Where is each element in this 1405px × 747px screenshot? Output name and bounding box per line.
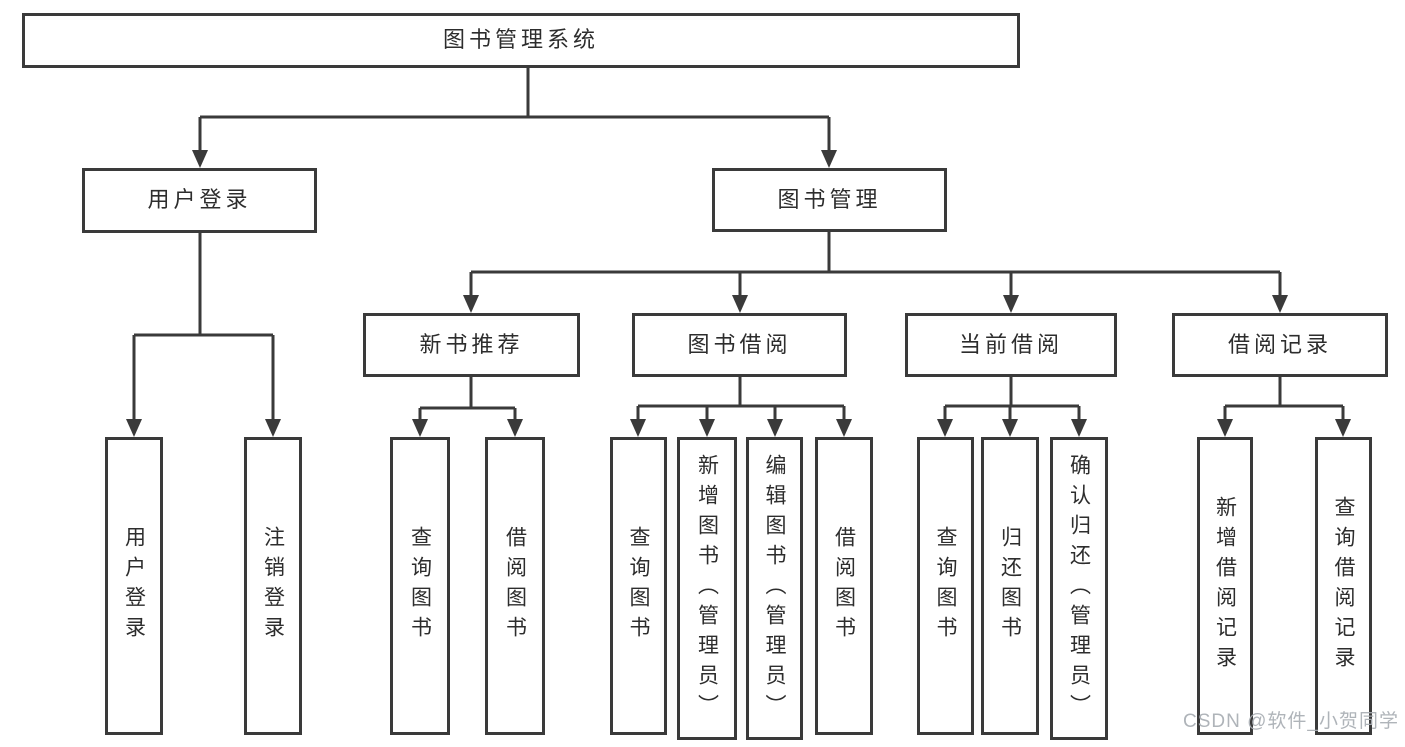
node-user-login: 用户登录 (82, 168, 317, 233)
leaf-query-book-3: 查询图书 (917, 437, 974, 735)
leaf-borrow-book-2: 借阅图书 (815, 437, 873, 735)
node-root: 图书管理系统 (22, 13, 1020, 68)
leaf-query-book-1: 查询图书 (390, 437, 450, 735)
node-current-borrow: 当前借阅 (905, 313, 1117, 377)
leaf-edit-book-admin: 编辑图书（管理员） (746, 437, 803, 740)
node-book-management: 图书管理 (712, 168, 947, 232)
node-new-book-recommend: 新书推荐 (363, 313, 580, 377)
node-borrow-records: 借阅记录 (1172, 313, 1388, 377)
leaf-return-book: 归还图书 (981, 437, 1039, 735)
node-book-borrow: 图书借阅 (632, 313, 847, 377)
leaf-confirm-return-admin: 确认归还（管理员） (1050, 437, 1108, 740)
leaf-add-borrow-record: 新增借阅记录 (1197, 437, 1253, 735)
leaf-logout: 注销登录 (244, 437, 302, 735)
leaf-query-borrow-record: 查询借阅记录 (1315, 437, 1372, 735)
leaf-borrow-book-1: 借阅图书 (485, 437, 545, 735)
arrowheads (126, 150, 1351, 437)
leaf-add-book-admin: 新增图书（管理员） (677, 437, 737, 740)
leaf-user-login: 用户登录 (105, 437, 163, 735)
csdn-watermark: CSDN @软件_小贺同学 (1183, 711, 1399, 732)
connector-path (134, 68, 1343, 410)
arrow-stems (132, 117, 1345, 421)
leaf-query-book-2: 查询图书 (610, 437, 667, 735)
